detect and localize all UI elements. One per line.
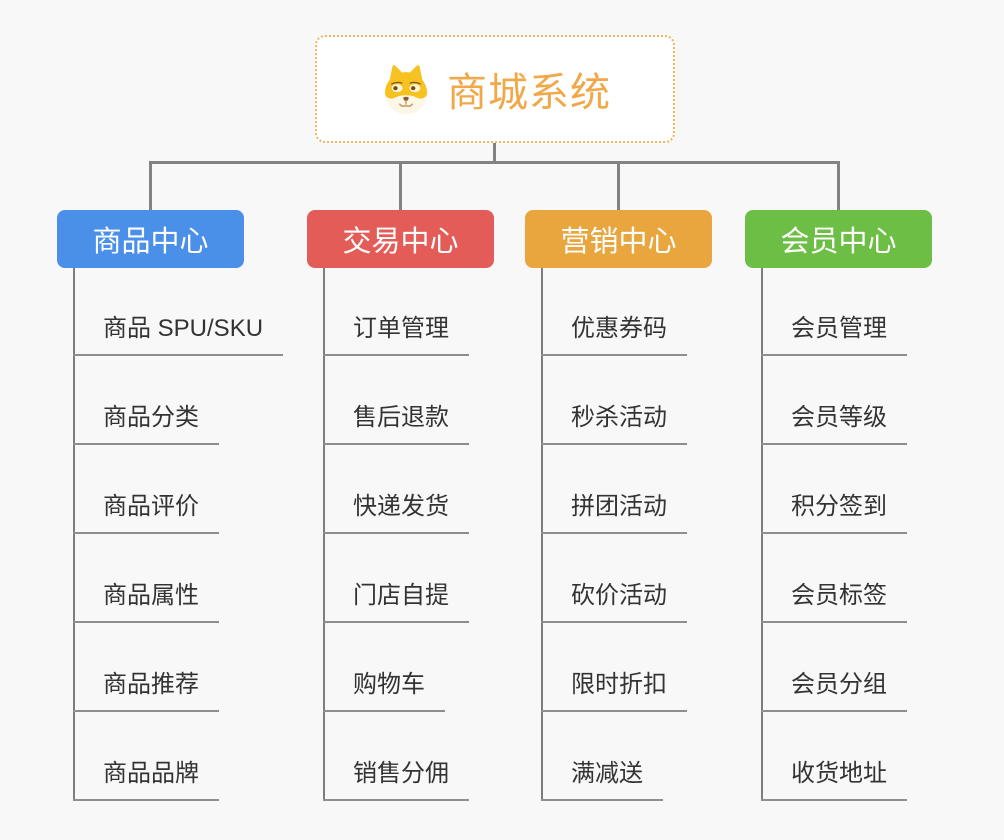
trunk-product — [73, 268, 75, 801]
node-leaf[interactable]: 限时折扣 — [541, 668, 687, 712]
dog-icon — [379, 62, 433, 116]
node-leaf[interactable]: 砍价活动 — [541, 579, 687, 623]
node-leaf[interactable]: 门店自提 — [323, 579, 469, 623]
root-node[interactable]: 商城系统 — [315, 35, 675, 143]
branch-node-marketing-center[interactable]: 营销中心 — [525, 210, 712, 268]
node-leaf[interactable]: 会员分组 — [761, 668, 907, 712]
node-leaf[interactable]: 销售分佣 — [323, 757, 469, 801]
connector-root-drop — [493, 141, 496, 163]
node-leaf[interactable]: 积分签到 — [761, 490, 907, 534]
trunk-marketing — [541, 268, 543, 801]
node-leaf[interactable]: 快递发货 — [323, 490, 469, 534]
branch-node-member-center[interactable]: 会员中心 — [745, 210, 932, 268]
node-leaf[interactable]: 会员等级 — [761, 401, 907, 445]
connector-drop-marketing — [617, 161, 620, 210]
node-leaf[interactable]: 商品分类 — [73, 401, 219, 445]
node-leaf[interactable]: 商品评价 — [73, 490, 219, 534]
node-leaf[interactable]: 收货地址 — [761, 757, 907, 801]
node-leaf[interactable]: 订单管理 — [323, 312, 469, 356]
connector-drop-member — [837, 161, 840, 210]
node-leaf[interactable]: 秒杀活动 — [541, 401, 687, 445]
node-leaf[interactable]: 满减送 — [541, 757, 663, 801]
trunk-trade — [323, 268, 325, 801]
connector-drop-product — [149, 161, 152, 210]
node-leaf[interactable]: 商品品牌 — [73, 757, 219, 801]
node-leaf[interactable]: 优惠券码 — [541, 312, 687, 356]
connector-horizontal — [149, 161, 840, 164]
branch-node-trade-center[interactable]: 交易中心 — [307, 210, 494, 268]
node-leaf[interactable]: 拼团活动 — [541, 490, 687, 534]
node-leaf[interactable]: 售后退款 — [323, 401, 469, 445]
node-leaf[interactable]: 商品推荐 — [73, 668, 219, 712]
node-leaf[interactable]: 购物车 — [323, 668, 445, 712]
node-leaf[interactable]: 会员标签 — [761, 579, 907, 623]
node-leaf[interactable]: 会员管理 — [761, 312, 907, 356]
trunk-member — [761, 268, 763, 801]
node-leaf[interactable]: 商品属性 — [73, 579, 219, 623]
node-leaf[interactable]: 商品 SPU/SKU — [73, 312, 284, 356]
branch-node-product-center[interactable]: 商品中心 — [57, 210, 244, 268]
root-title: 商城系统 — [447, 71, 611, 115]
connector-drop-trade — [399, 161, 402, 210]
